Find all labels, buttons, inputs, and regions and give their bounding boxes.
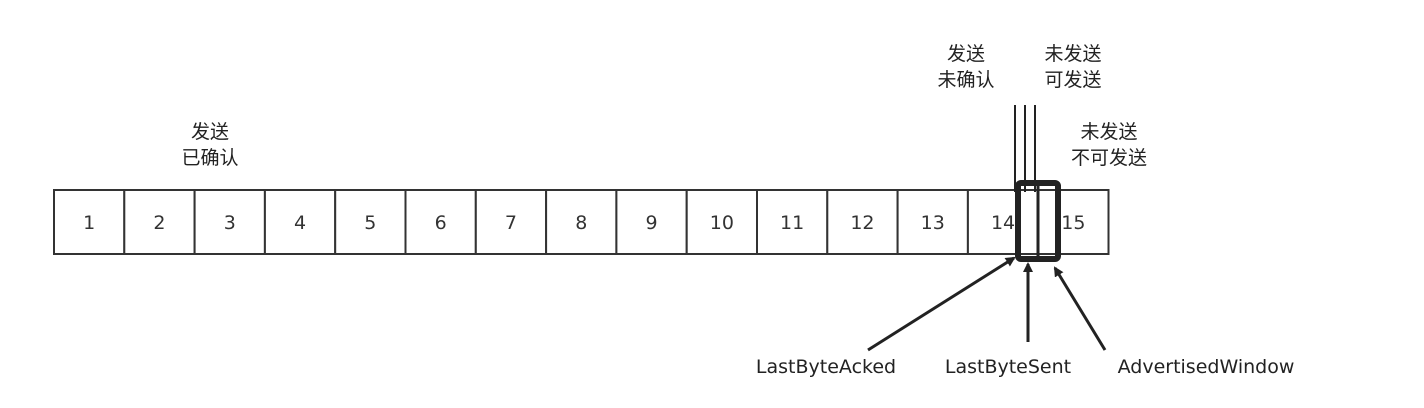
byte-cell-13 <box>896 189 969 255</box>
arrow-advertised-window <box>1053 266 1107 351</box>
byte-cell-8 <box>545 189 618 255</box>
byte-cell-label-6: 6 <box>435 212 447 234</box>
byte-cell-label-2: 2 <box>153 212 165 234</box>
byte-cell-label-5: 5 <box>364 212 376 234</box>
arrow-last-byte-acked <box>867 256 1016 352</box>
byte-cell-label-9: 9 <box>646 212 658 234</box>
byte-cell-label-13: 13 <box>921 212 945 234</box>
label-sent-unacked-line2: 未确认 <box>937 69 994 91</box>
byte-cell-label-15: 15 <box>1061 212 1085 234</box>
byte-cell-6 <box>404 189 477 255</box>
byte-cell-label-14: 14 <box>991 212 1015 234</box>
label-last-byte-acked: LastByteAcked <box>756 356 896 378</box>
label-sent-acked-line1: 发送 <box>191 121 229 143</box>
byte-cell-label-11: 11 <box>780 212 804 234</box>
byte-cell-12 <box>826 189 899 255</box>
label-unsent-sendable-line1: 未发送 <box>1044 43 1101 65</box>
label-unsent-sendable-line2: 可发送 <box>1044 69 1101 91</box>
byte-cell-label-10: 10 <box>710 212 734 234</box>
byte-cell-10 <box>685 189 759 255</box>
byte-cell-5 <box>334 189 407 255</box>
byte-cell-label-4: 4 <box>294 212 306 234</box>
byte-cell-label-8: 8 <box>575 212 587 234</box>
byte-cell-3 <box>193 189 266 255</box>
byte-cell-label-3: 3 <box>224 212 236 234</box>
byte-cell-15 <box>1037 189 1110 255</box>
label-unsent-unsendable-line2: 不可发送 <box>1071 147 1147 169</box>
byte-cell-label-12: 12 <box>850 212 874 234</box>
label-advertised-window: AdvertisedWindow <box>1118 356 1295 378</box>
byte-cell-7 <box>474 189 548 255</box>
byte-cell-14 <box>966 189 1040 255</box>
byte-cell-9 <box>615 189 688 255</box>
byte-cell-2 <box>123 189 196 255</box>
byte-cell-1 <box>53 189 126 255</box>
label-sent-acked-line2: 已确认 <box>181 147 238 169</box>
send-window-bracket <box>1015 180 1061 262</box>
label-last-byte-sent: LastByteSent <box>945 356 1071 378</box>
byte-cell-label-7: 7 <box>505 212 517 234</box>
label-unsent-unsendable-line1: 未发送 <box>1080 121 1137 143</box>
label-sent-unacked-line1: 发送 <box>947 43 985 65</box>
byte-cell-label-1: 1 <box>83 212 95 234</box>
